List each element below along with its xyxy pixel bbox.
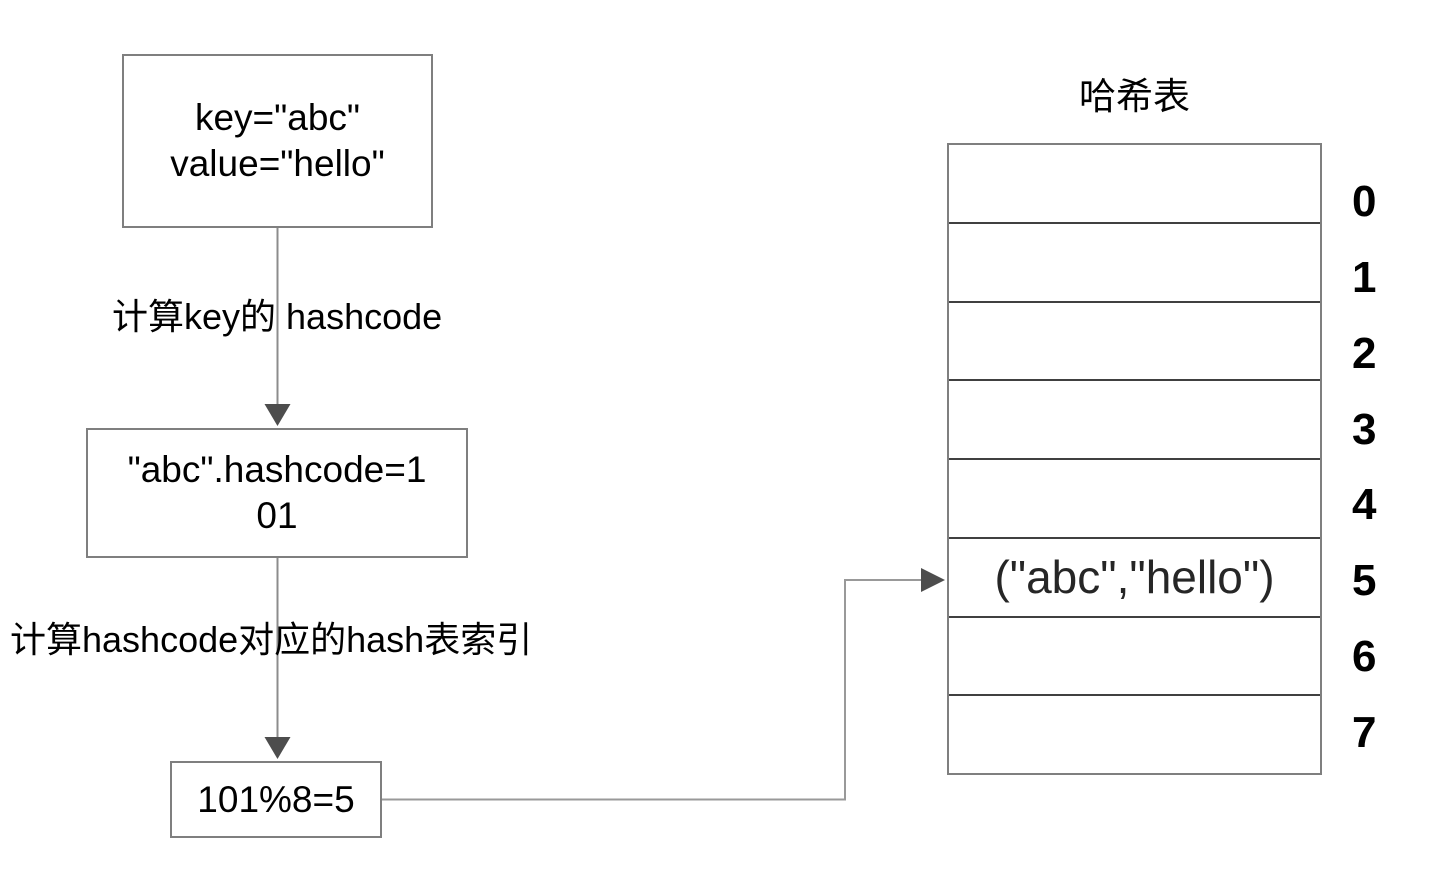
arrow-down-icon (264, 404, 291, 426)
arrow-right-icon (921, 568, 945, 592)
table-row: 2 (949, 300, 1376, 380)
table-row: 4 (949, 458, 1376, 537)
slot-index: 0 (1352, 177, 1377, 227)
slot-index: 6 (1352, 631, 1377, 681)
hashcode-line2: 01 (256, 495, 298, 536)
arrow-down-icon (264, 737, 291, 759)
modulo-text: 101%8=5 (197, 778, 355, 820)
step2-label: 计算hashcode对应的hash表索引 (10, 619, 533, 660)
table-row: 7 (949, 694, 1376, 773)
modulo-box: 101%8=5 (170, 761, 382, 838)
hashcode-line1: "abc".hashcode=1 (127, 449, 427, 490)
slot-index: 5 (1352, 556, 1377, 606)
slot-content: ("abc","hello") (994, 551, 1275, 604)
slot-index: 2 (1352, 328, 1377, 378)
hashcode-box: "abc".hashcode=1 01 (86, 428, 468, 558)
hash-table-title: 哈希表 (1079, 76, 1190, 117)
table-row: 0 (949, 145, 1376, 224)
key-line: key="abc" (194, 97, 361, 138)
index-connector-line (382, 579, 922, 801)
hash-table: 0 1 2 3 4 ("abc","hello") 5 6 7 (947, 143, 1376, 775)
slot-index: 1 (1352, 253, 1377, 303)
value-line: value="hello" (170, 143, 385, 184)
slot-index: 3 (1352, 404, 1377, 454)
table-row: 1 (949, 221, 1376, 301)
table-row-occupied: ("abc","hello") 5 (949, 536, 1376, 616)
table-row: 6 (949, 615, 1376, 695)
table-row: 3 (949, 379, 1376, 458)
step1-label: 计算key的 hashcode (112, 296, 443, 337)
key-value-box: key="abc" value="hello" (122, 54, 433, 228)
slot-index: 7 (1352, 707, 1377, 757)
slot-index: 4 (1352, 480, 1377, 530)
